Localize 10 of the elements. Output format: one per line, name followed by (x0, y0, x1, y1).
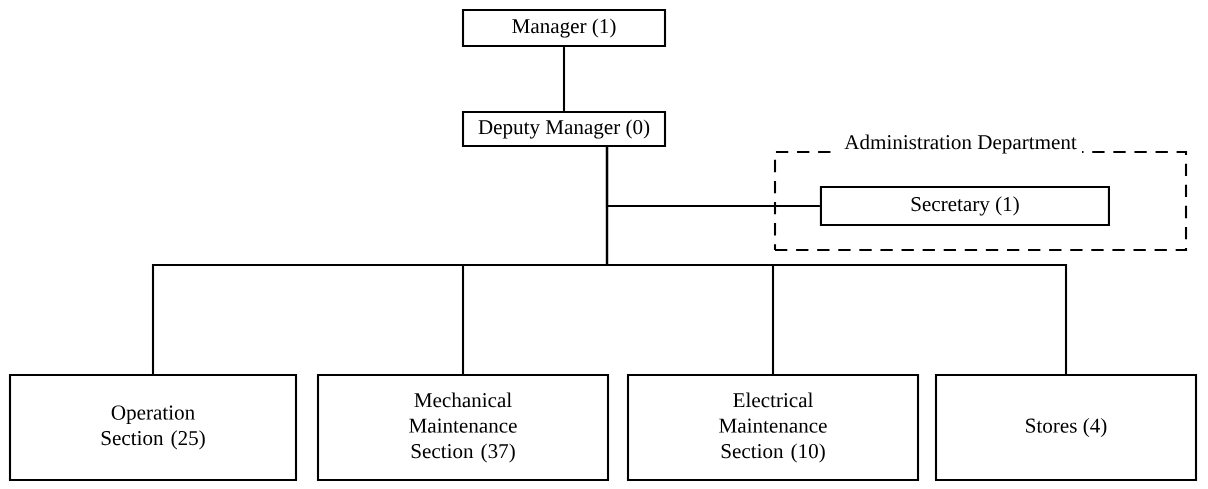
position-box: Deputy Manager (0) (461, 110, 667, 148)
position-box: Secretary (1) (819, 185, 1110, 226)
connector (562, 47, 566, 111)
position-box: Stores (4) (934, 373, 1198, 482)
connector (605, 147, 1068, 374)
position-box: Operation Section (25) (8, 373, 298, 482)
position-box: Manager (1) (461, 8, 667, 48)
node-label: Administration Department (844, 134, 1077, 154)
position-box: Electrical Maintenance Section (10) (626, 373, 920, 482)
position-box: Mechanical Maintenance Section (37) (316, 373, 610, 482)
